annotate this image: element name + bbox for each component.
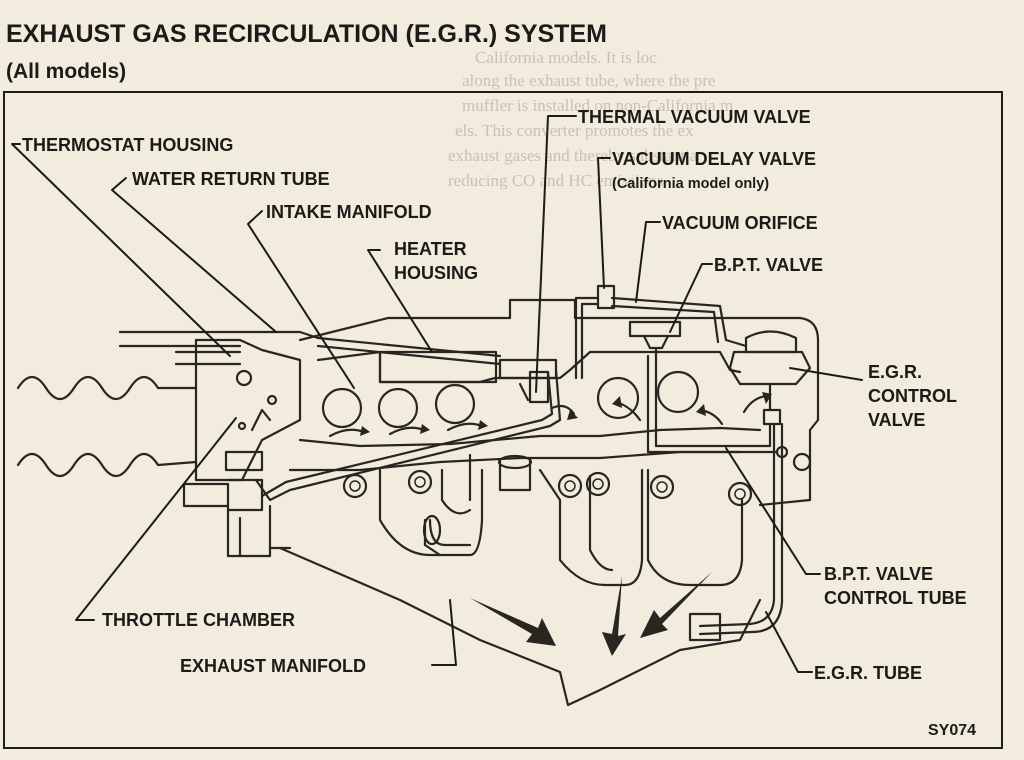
leader-egr-control-valve (789, 367, 863, 381)
leader-throttle-chamber (75, 417, 237, 621)
label-egr-control-line1: E.G.R. (868, 362, 922, 382)
label-water-return-tube: WATER RETURN TUBE (132, 169, 330, 189)
leader-heater-housing (367, 249, 433, 353)
component-labels: THERMAL VACUUM VALVE THERMOSTAT HOUSING … (22, 107, 976, 739)
lower-hose (16, 452, 198, 478)
thermostat-housing-body (194, 338, 302, 482)
engine-drawing (16, 284, 820, 707)
leader-thermostat-housing (11, 143, 231, 357)
label-egr-control-line2: CONTROL (868, 386, 957, 406)
leader-water-return-tube (111, 177, 277, 333)
bpt-valve-body (628, 320, 682, 338)
label-thermal-vacuum-valve: THERMAL VACUUM VALVE (578, 107, 811, 127)
bleed-through-text: California models. It is loc along the e… (448, 48, 733, 190)
leader-bpt-valve (669, 263, 713, 333)
leader-intake-manifold (247, 210, 355, 389)
label-heater-line1: HEATER (394, 239, 467, 259)
bleed-line-5: exhaust gases and thereby substantia (448, 146, 698, 165)
label-bpt-control-line2: CONTROL TUBE (824, 588, 967, 608)
leader-exhaust-manifold (431, 599, 457, 666)
label-intake-manifold: INTAKE MANIFOLD (266, 202, 432, 222)
upper-hose (16, 375, 198, 401)
label-exhaust-manifold: EXHAUST MANIFOLD (180, 656, 366, 676)
figure-code: SY074 (928, 722, 976, 739)
leader-vacuum-delay-valve (597, 157, 611, 289)
label-vacuum-orifice: VACUUM ORIFICE (662, 213, 818, 233)
leader-bpt-control-tube (725, 447, 821, 575)
label-heater-line2: HOUSING (394, 263, 478, 283)
leader-egr-tube (765, 611, 813, 673)
page-subtitle: (All models) (6, 60, 126, 83)
label-throttle-chamber: THROTTLE CHAMBER (102, 610, 295, 630)
bleed-line-6: reducing CO and HC emissions. (448, 171, 668, 190)
bleed-line-3: muffler is installed on non-California m (462, 96, 733, 115)
leader-thermal-vacuum-valve (535, 115, 577, 393)
label-vacuum-delay-valve: VACUUM DELAY VALVE (612, 149, 816, 169)
exhaust-arrow-right (640, 572, 712, 638)
exhaust-arrow-center (602, 576, 626, 656)
page-title: EXHAUST GAS RECIRCULATION (E.G.R.) SYSTE… (6, 20, 607, 48)
bleed-line-1: California models. It is loc (475, 48, 657, 67)
exhaust-collector (278, 546, 762, 707)
bleed-line-4: els. This converter promotes the ex (455, 121, 694, 140)
exhaust-arrow-left (470, 598, 556, 646)
label-california-note: (California model only) (612, 176, 769, 192)
heater-housing-box (378, 350, 498, 384)
label-thermostat-housing: THERMOSTAT HOUSING (22, 135, 233, 155)
leader-lines (11, 115, 863, 673)
label-bpt-control-line1: B.P.T. VALVE (824, 564, 933, 584)
cylinder-head-outline (298, 298, 820, 507)
bleed-line-2: along the exhaust tube, where the pre (462, 71, 716, 90)
label-bpt-valve: B.P.T. VALVE (714, 255, 823, 275)
figure-frame (3, 91, 1003, 749)
egr-control-valve-body (728, 350, 812, 386)
label-egr-control-line3: VALVE (868, 410, 925, 430)
leader-vacuum-orifice (635, 221, 661, 303)
label-egr-tube: E.G.R. TUBE (814, 663, 922, 683)
